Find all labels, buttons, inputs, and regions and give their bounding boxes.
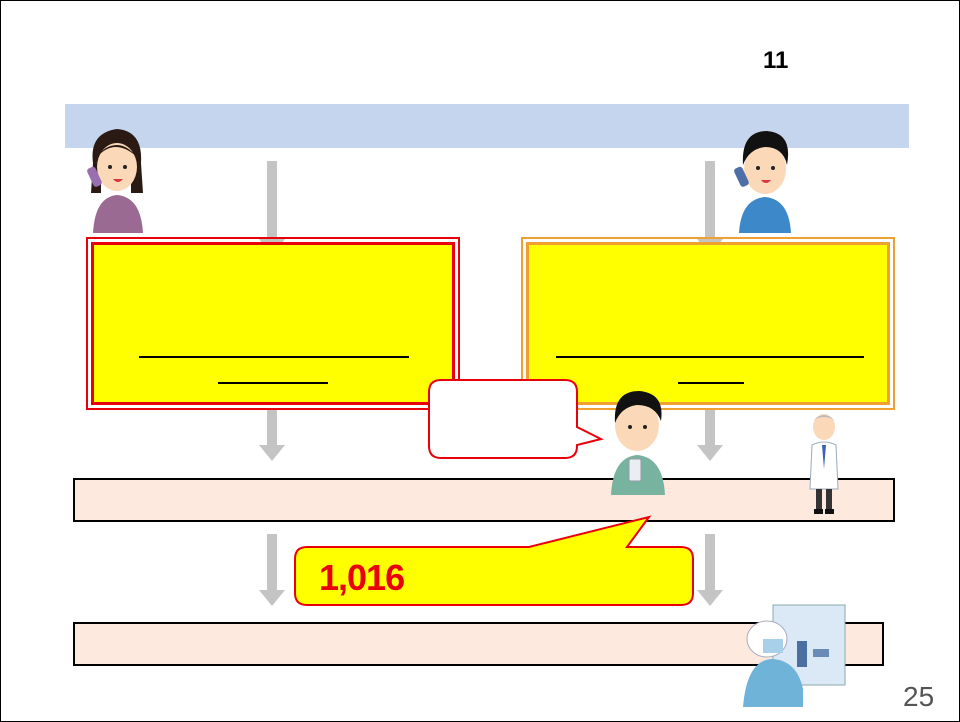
left-box-underline-1 bbox=[139, 356, 409, 358]
slide-header-number: 11 bbox=[763, 47, 789, 74]
patient-drinking-icon bbox=[611, 391, 665, 495]
page-number: 25 bbox=[903, 681, 935, 712]
right-box-underline-2 bbox=[678, 382, 744, 384]
lab-technician-icon bbox=[743, 604, 846, 707]
left-box-underline-2 bbox=[218, 382, 328, 384]
speech-bubble bbox=[428, 379, 604, 459]
callout-value: 1,016 bbox=[319, 557, 405, 598]
left-highlight-box bbox=[86, 237, 460, 410]
right-highlight-box bbox=[521, 237, 895, 410]
arrow-left-middle bbox=[259, 409, 285, 461]
arrow-right-lower bbox=[697, 534, 723, 606]
woman-phone-icon bbox=[87, 129, 143, 233]
right-box-underline-1 bbox=[556, 356, 864, 358]
man-phone-icon bbox=[734, 131, 791, 233]
doctor-icon bbox=[809, 414, 839, 514]
value-callout-box bbox=[294, 515, 694, 606]
arrow-left-lower bbox=[259, 534, 285, 606]
arrow-right-middle bbox=[697, 409, 723, 461]
process-bar-upper bbox=[73, 478, 895, 522]
